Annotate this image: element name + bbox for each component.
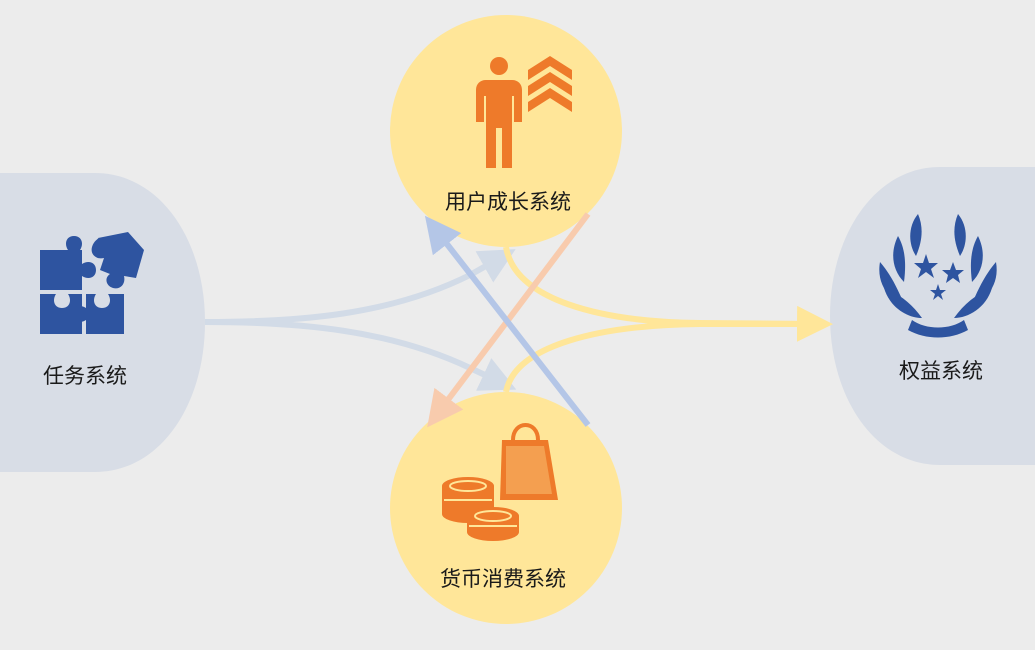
laurel-stars-icon [879,214,997,338]
flow-task-to-currency [204,319,517,391]
flow-currency-to-growth [424,215,591,427]
flow-currency-to-rights [503,321,815,393]
task-system-label: 任务系统 [43,364,127,388]
currency-system-label: 货币消费系统 [440,567,566,591]
growth-system-label: 用户成长系统 [445,190,571,214]
flow-growth-to-currency [427,212,591,428]
rights-system-node[interactable] [830,167,1035,465]
rights-system-label: 权益系统 [899,359,983,383]
person-level-up-icon [476,56,572,168]
coins-shopping-bag-icon [442,423,558,541]
currency-system-node[interactable] [390,392,622,624]
puzzle-icon [40,232,144,334]
flow-task-to-growth [204,249,516,325]
